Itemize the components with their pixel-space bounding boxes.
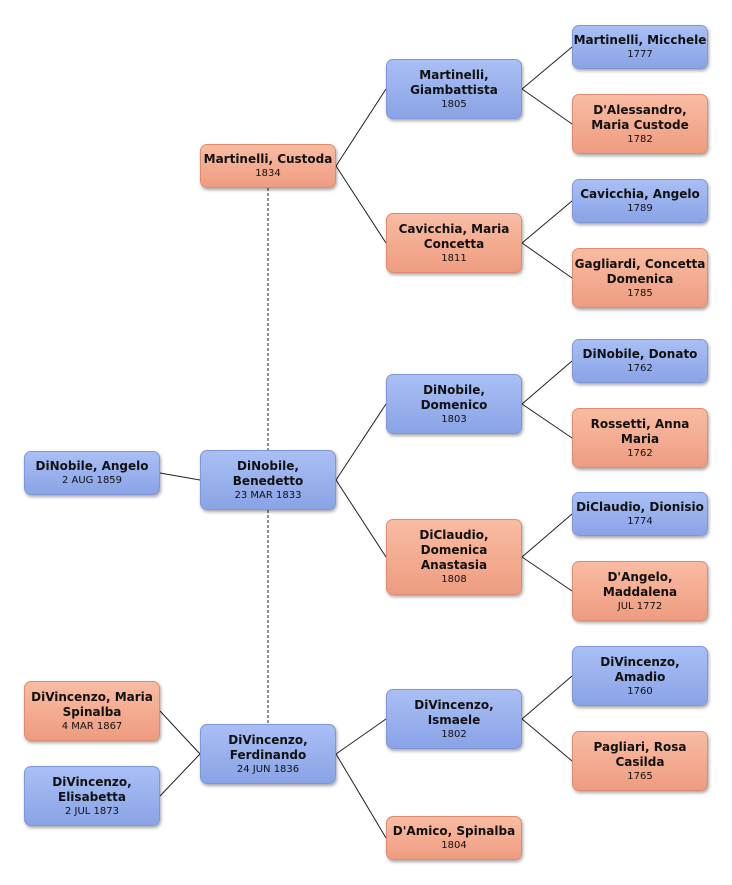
person-date: 1777 [627, 49, 653, 60]
parent-line [335, 403, 387, 481]
person-date: 1804 [441, 840, 467, 851]
person-date: 2 AUG 1859 [61, 475, 123, 486]
person-date: 1782 [627, 133, 653, 145]
person-name: DiVincenzo, Amadio [600, 654, 680, 684]
person-name: Gagliardi, Concetta Domenica [574, 256, 706, 286]
parent-line [335, 165, 387, 244]
person-name: Pagliari, Rosa Casilda [593, 739, 687, 769]
parent-line [521, 513, 573, 558]
person-date: 1785 [627, 287, 653, 299]
person-card[interactable]: Cavicchia, Angelo 1789 [572, 179, 708, 223]
person-date: 1802 [441, 728, 467, 740]
person-date: 1774 [627, 516, 653, 527]
parent-line [521, 675, 573, 720]
person-date: 4 MAR 1867 [61, 720, 123, 732]
person-date: JUL 1772 [617, 600, 663, 612]
person-name: DiVincenzo, Ferdinando [228, 732, 308, 762]
parent-line [335, 753, 387, 839]
person-card[interactable]: D'Amico, Spinalba 1804 [386, 816, 522, 860]
parent-line [335, 479, 387, 558]
parent-line [521, 403, 573, 439]
person-date: 23 MAR 1833 [234, 489, 302, 501]
person-name: D'Alessandro, Maria Custode [591, 102, 689, 132]
person-name: DiVincenzo, Elisabetta [52, 774, 132, 804]
parent-line [159, 753, 201, 797]
parent-line [521, 242, 573, 279]
person-date: 1765 [627, 770, 653, 782]
person-date: 1805 [441, 98, 467, 110]
person-name: DiNobile, Benedetto [232, 458, 304, 488]
person-date: 1762 [627, 363, 653, 374]
person-name: D'Amico, Spinalba [392, 824, 516, 838]
person-name: DiVincenzo, Maria Spinalba [31, 689, 153, 719]
person-name: DiClaudio, Domenica Anastasia [419, 528, 489, 572]
person-date: 1789 [627, 203, 653, 214]
parent-line [521, 556, 573, 592]
person-name: DiVincenzo, Ismaele [414, 697, 494, 727]
person-date: 1811 [441, 252, 467, 264]
person-date: 24 JUN 1836 [236, 763, 300, 775]
parent-line [335, 88, 387, 167]
person-card[interactable]: DiClaudio, Domenica Anastasia 1808 [386, 519, 522, 595]
person-date: 1760 [627, 685, 653, 697]
person-name: DiNobile, Angelo [35, 459, 149, 473]
person-date: 2 JUL 1873 [64, 805, 119, 817]
person-card[interactable]: Martinelli, Custoda 1834 [200, 144, 336, 188]
person-date: 1762 [627, 447, 653, 459]
person-date: 1808 [441, 574, 467, 585]
person-name: Cavicchia, Angelo [580, 187, 700, 201]
person-name: DiClaudio, Dionisio [576, 500, 704, 514]
person-card[interactable]: DiClaudio, Dionisio 1774 [572, 492, 708, 536]
parent-line [521, 360, 573, 405]
parent-line [521, 200, 573, 244]
person-name: Rossetti, Anna Maria [590, 416, 690, 446]
person-date: 1834 [255, 168, 281, 179]
parent-line [335, 718, 387, 755]
person-card[interactable]: DiNobile, Donato 1762 [572, 339, 708, 383]
person-name: Martinelli, Giambattista [410, 67, 498, 97]
person-name: Martinelli, Custoda [203, 152, 333, 166]
person-name: Martinelli, Micchele [573, 33, 707, 47]
parent-line [159, 710, 201, 755]
person-name: DiNobile, Domenico [420, 382, 488, 412]
parent-line [521, 46, 573, 90]
person-name: Cavicchia, Maria Concetta [398, 221, 510, 251]
parent-line [521, 718, 573, 762]
person-card[interactable]: DiNobile, Angelo 2 AUG 1859 [24, 451, 160, 495]
person-date: 1803 [441, 413, 467, 425]
parent-line [521, 88, 573, 125]
person-name: D'Angelo, Maddalena [602, 569, 678, 599]
person-card[interactable]: Martinelli, Micchele 1777 [572, 25, 708, 69]
person-name: DiNobile, Donato [582, 347, 698, 361]
parent-line [159, 472, 201, 481]
